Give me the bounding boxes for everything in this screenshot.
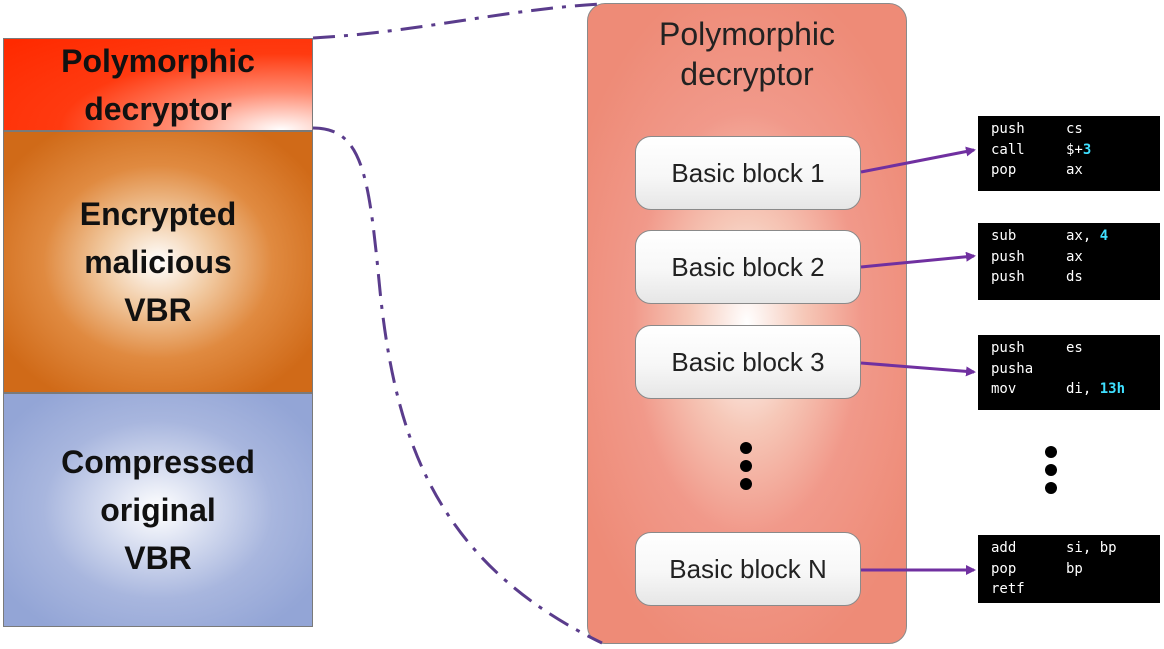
compressed-vbr-section: Compressed original VBR [3, 393, 313, 627]
decryptor-panel-title: Polymorphic decryptor [658, 16, 836, 92]
basic-block-3: Basic block 3 [635, 325, 861, 399]
arrow-block-2 [860, 251, 976, 269]
basic-block-3-label: Basic block 3 [671, 346, 825, 377]
ellipsis-dot [1045, 464, 1057, 476]
code-mnemonic: call [991, 141, 1025, 158]
code-line: add si, bp [991, 538, 1160, 559]
code-operand: bp [1066, 560, 1083, 577]
code-mnemonic: retf [991, 581, 1025, 597]
code-operand: si, bp [1066, 540, 1117, 556]
basic-block-2-label: Basic block 2 [671, 251, 825, 282]
code-operand: es [1066, 340, 1083, 356]
code-mnemonic: add [991, 540, 1017, 556]
encrypted-vbr-section: Encrypted malicious VBR [3, 131, 313, 393]
code-mnemonic: mov [991, 381, 1017, 397]
code-operand: ax [1066, 162, 1083, 178]
code-immediate: 13h [1099, 381, 1126, 397]
code-mnemonic: sub [991, 228, 1017, 244]
code-block-n: add si, bp pop bp retf [978, 535, 1160, 603]
basic-block-2: Basic block 2 [635, 230, 861, 304]
code-immediate: 4 [1099, 228, 1109, 244]
code-block-3: push es pusha mov di, 13h [978, 335, 1160, 410]
basic-block-n: Basic block N [635, 532, 861, 606]
code-line: push ax [991, 247, 1160, 268]
code-line: retf [991, 579, 1160, 600]
code-operand: $+ [1066, 141, 1083, 158]
code-block-2: sub ax, 4 push ax push ds [978, 223, 1160, 300]
code-line: call $+3 [991, 140, 1160, 161]
code-mnemonic: push [991, 269, 1025, 285]
code-line: push ds [991, 267, 1160, 288]
code-line: mov di, 13h [991, 379, 1160, 400]
code-mnemonic: pusha [991, 360, 1034, 377]
polymorphic-decryptor-label: Polymorphic decryptor [61, 42, 255, 127]
code-line: pop ax [991, 160, 1160, 181]
ellipsis-dot [740, 478, 752, 490]
code-operand: cs [1066, 121, 1083, 137]
zoom-connector-top [312, 2, 601, 40]
zoom-connector-bottom [312, 126, 603, 645]
arrow-block-1 [860, 146, 976, 174]
ellipsis-dot [740, 460, 752, 472]
code-mnemonic: push [991, 340, 1025, 356]
basic-block-1: Basic block 1 [635, 136, 861, 210]
code-operand: di, [1066, 381, 1100, 397]
code-operand: ds [1066, 269, 1083, 285]
code-line: push es [991, 338, 1160, 359]
ellipsis-dot [1045, 446, 1057, 458]
polymorphic-decryptor-section: Polymorphic decryptor [3, 38, 313, 131]
basic-block-n-label: Basic block N [669, 553, 827, 584]
code-operand: ax [1066, 248, 1083, 265]
code-mnemonic: push [991, 121, 1025, 137]
code-line: pusha [991, 359, 1160, 380]
compressed-vbr-label: Compressed original VBR [61, 444, 255, 576]
code-immediate: 3 [1082, 141, 1092, 158]
code-line: sub ax, 4 [991, 226, 1160, 247]
arrow-block-3 [860, 361, 976, 377]
ellipsis-dot [1045, 482, 1057, 494]
code-mnemonic: push [991, 248, 1025, 265]
code-operand: ax, [1066, 228, 1100, 244]
code-mnemonic: pop [991, 560, 1017, 577]
basic-block-1-label: Basic block 1 [671, 157, 825, 188]
code-block-1: push cs call $+3 pop ax [978, 116, 1160, 191]
encrypted-vbr-label: Encrypted malicious VBR [79, 196, 237, 328]
code-mnemonic: pop [991, 162, 1017, 178]
ellipsis-dot [740, 442, 752, 454]
code-line: push cs [991, 119, 1160, 140]
code-line: pop bp [991, 559, 1160, 580]
